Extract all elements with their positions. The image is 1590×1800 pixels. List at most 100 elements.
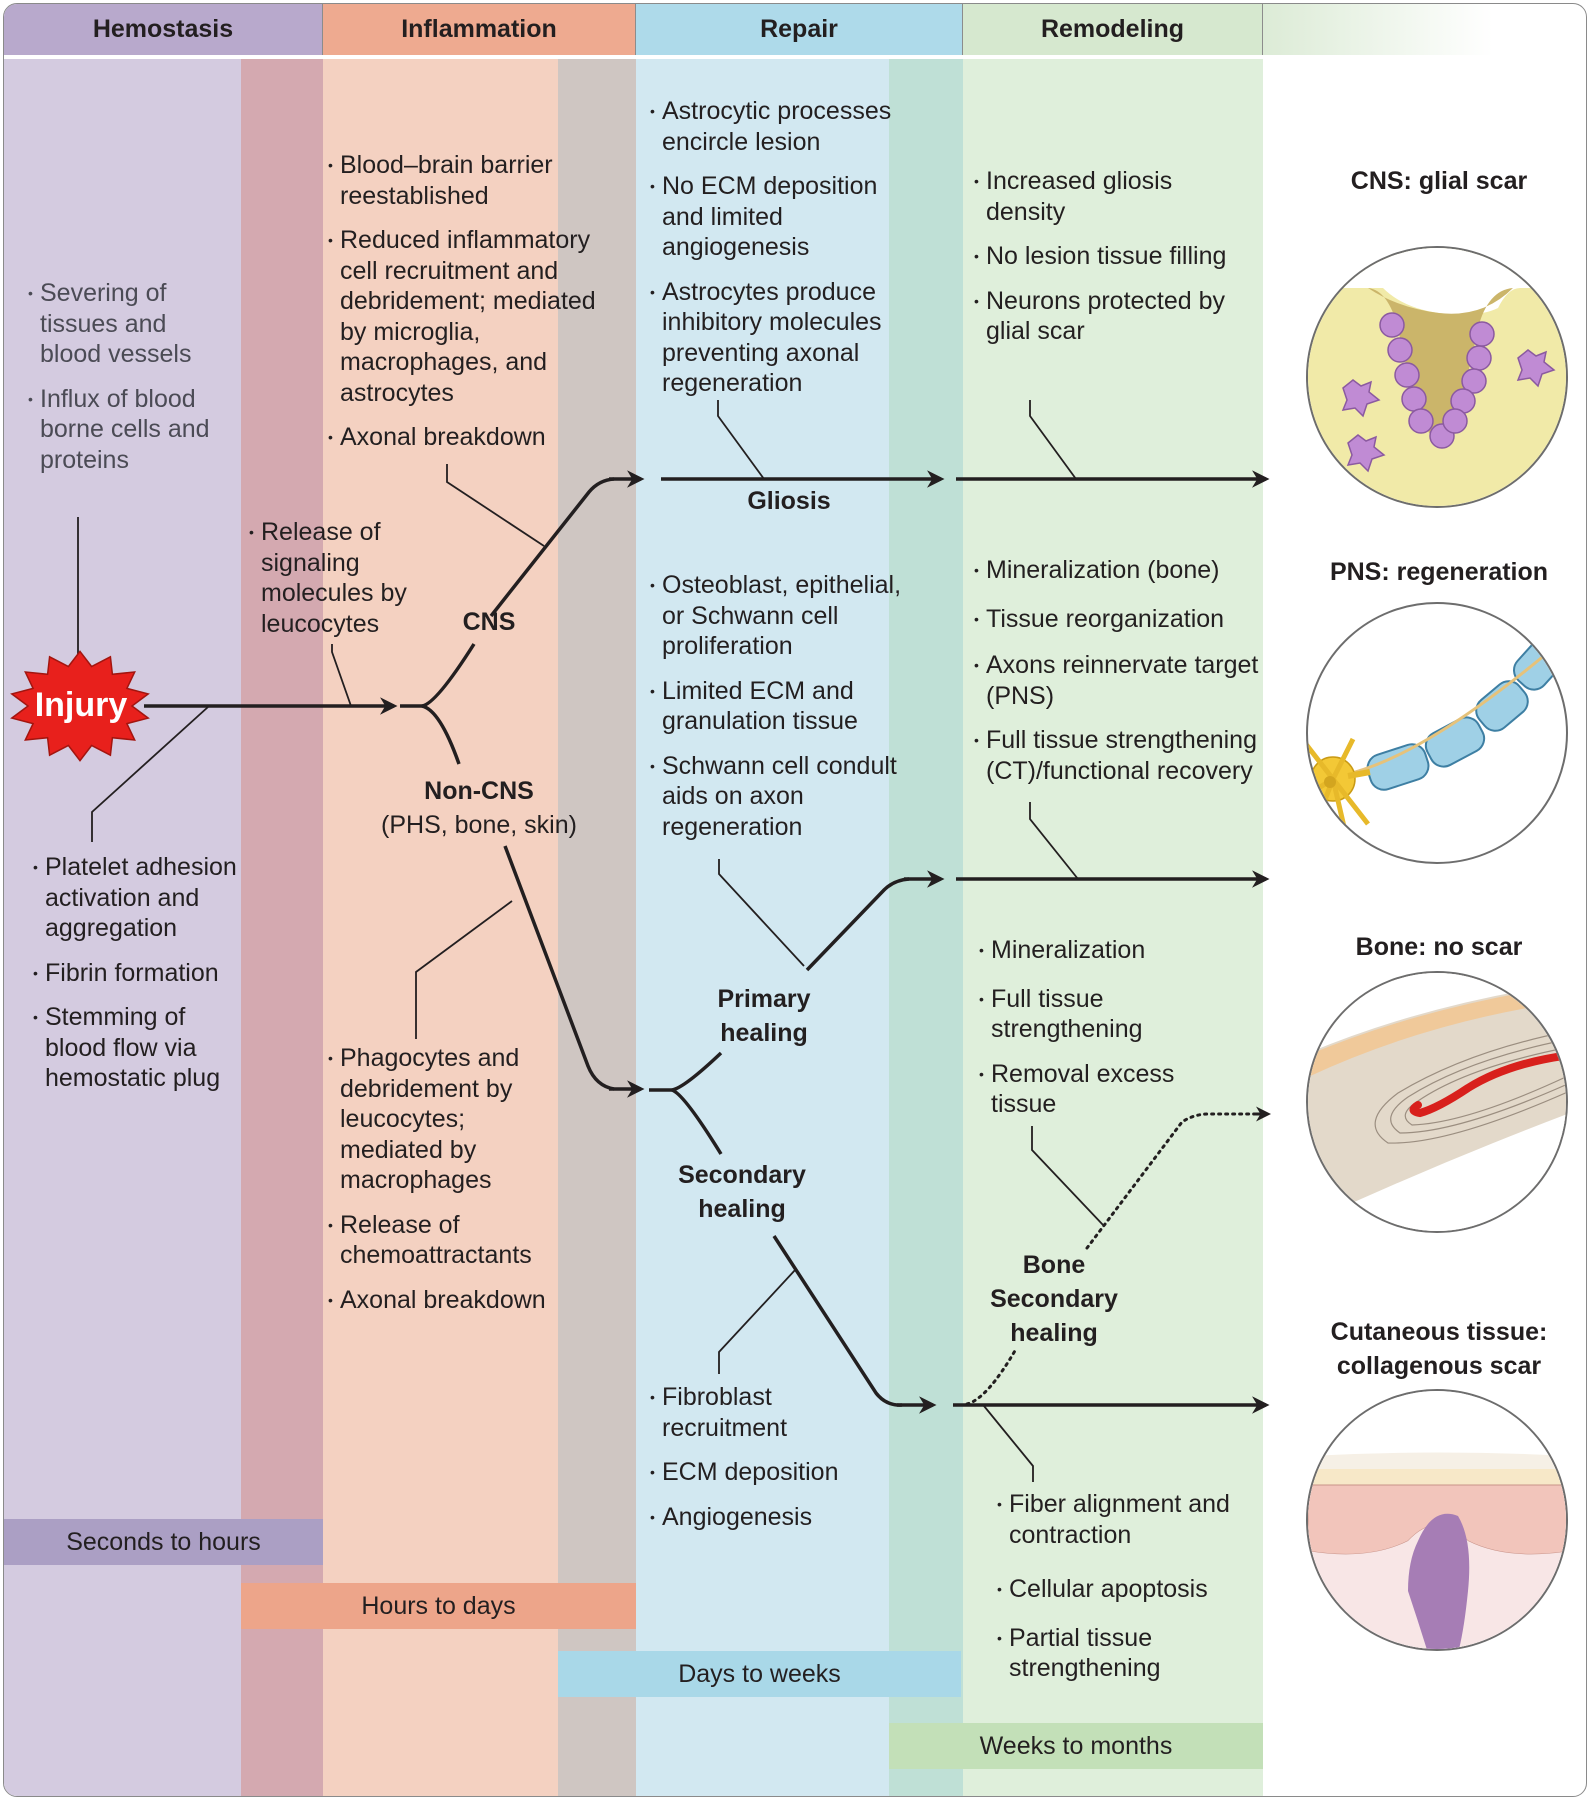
bone-healing-illustration bbox=[1306, 971, 1568, 1233]
dotted-bone-upper bbox=[1085, 1112, 1258, 1250]
list-item: Phagocytes and debridement by leucocytes… bbox=[328, 1043, 558, 1196]
leader-fulltissue bbox=[1029, 802, 1079, 880]
outcome-title-cns: CNS: glial scar bbox=[1350, 167, 1528, 195]
timescale-seconds-to-hours: Seconds to hours bbox=[4, 1519, 323, 1565]
list-item: Full tissue strengthening bbox=[979, 984, 1239, 1045]
leader-fibroblast bbox=[718, 1268, 797, 1374]
list-item: No lesion tissue filling bbox=[974, 241, 1244, 272]
bone-secondary-line1: Bone bbox=[1022, 1251, 1086, 1279]
list-item: Release of chemoattractants bbox=[328, 1210, 558, 1271]
remodel-primary-list: Mineralization (bone) Tissue reorganizat… bbox=[974, 555, 1284, 800]
timescale-label: Hours to days bbox=[361, 1591, 516, 1620]
leader-platelet bbox=[91, 706, 209, 842]
list-item: Full tissue strengthening (CT)/functiona… bbox=[974, 725, 1284, 786]
diagram-frame: Hemostasis Inflammation Repair Remodelin… bbox=[3, 3, 1587, 1797]
list-item: Cellular apoptosis bbox=[997, 1574, 1257, 1605]
inflammation-noncns-list: Phagocytes and debridement by leucocytes… bbox=[328, 1043, 558, 1329]
list-item: Release of signaling molecules by leucoc… bbox=[249, 517, 429, 639]
timescale-days-to-weeks: Days to weeks bbox=[558, 1651, 961, 1697]
glial-scar-illustration bbox=[1306, 246, 1568, 508]
leader-release bbox=[331, 644, 352, 707]
list-item: Fiber alignment and contraction bbox=[997, 1489, 1257, 1550]
header-repair: Repair bbox=[636, 4, 963, 55]
list-item: Reduced inflammatory cell recruitment an… bbox=[328, 225, 628, 408]
list-item: Axonal breakdown bbox=[328, 1285, 558, 1316]
repair-secondary-list: Fibroblast recruitment ECM deposition An… bbox=[650, 1382, 880, 1546]
header-hemostasis: Hemostasis bbox=[4, 4, 323, 55]
list-item: Increased gliosis density bbox=[974, 166, 1244, 227]
remodel-secondary-list: Fiber alignment and contraction Cellular… bbox=[997, 1489, 1257, 1698]
secondary-healing-line1: Secondary bbox=[678, 1161, 806, 1189]
list-item: Neurons protected by glial scar bbox=[974, 286, 1244, 347]
header-outcome-fade bbox=[1263, 4, 1493, 55]
list-item: Partial tissue strengthening bbox=[997, 1623, 1257, 1684]
list-item: Influx of blood borne cells and proteins bbox=[28, 384, 228, 476]
gliosis-label: Gliosis bbox=[747, 487, 831, 515]
branch-secondary-descend bbox=[772, 1235, 903, 1407]
list-item: Severing of tissues and blood vessels bbox=[28, 278, 228, 370]
branch-secondary bbox=[671, 1088, 723, 1155]
header-label: Repair bbox=[760, 15, 838, 43]
header-divider bbox=[4, 55, 1484, 59]
header-label: Remodeling bbox=[1040, 15, 1185, 43]
leader-astro bbox=[717, 400, 765, 480]
list-item: No ECM deposition and limited angiogenes… bbox=[650, 171, 920, 263]
header-label: Inflammation bbox=[401, 15, 557, 43]
list-item: Astrocytic processes encircle lesion bbox=[650, 96, 920, 157]
injury-burst-icon bbox=[10, 650, 150, 762]
leader-fiber bbox=[983, 1405, 1034, 1482]
list-item: Fibrin formation bbox=[33, 958, 243, 989]
leader-neurons bbox=[1029, 400, 1077, 480]
injury-label: Injury bbox=[34, 686, 128, 724]
branch-cns bbox=[421, 477, 615, 708]
secondary-healing-line2: healing bbox=[698, 1195, 786, 1223]
cns-label: CNS bbox=[462, 608, 516, 636]
timescale-weeks-to-months: Weeks to months bbox=[889, 1723, 1263, 1769]
outcome-title-pns: PNS: regeneration bbox=[1329, 558, 1549, 586]
band-hemostasis-overlap bbox=[241, 55, 323, 1796]
bone-secondary-line3: healing bbox=[1010, 1319, 1098, 1347]
outcome-title-bone: Bone: no scar bbox=[1355, 933, 1523, 961]
secondary-healing-label: Secondary healing bbox=[662, 1158, 822, 1226]
list-item: Schwann cell condult aids on axon regene… bbox=[650, 751, 930, 843]
list-item: Axonal breakdown bbox=[328, 422, 628, 453]
outcome-title-skin-line1: Cutaneous tissue: bbox=[1330, 1318, 1548, 1346]
bone-secondary-label: Bone Secondary healing bbox=[964, 1248, 1144, 1350]
outcome-title-skin: Cutaneous tissue: collagenous scar bbox=[1294, 1315, 1584, 1383]
list-item: Astrocytes produce inhibitory molecules … bbox=[650, 277, 920, 399]
list-item: Removal excess tissue bbox=[979, 1059, 1239, 1120]
leader-axonal-cns bbox=[446, 464, 545, 547]
list-item: Stemming of blood flow via hemostatic pl… bbox=[33, 1002, 243, 1094]
timescale-label: Seconds to hours bbox=[66, 1527, 261, 1556]
primary-healing-label: Primary healing bbox=[694, 982, 834, 1050]
noncns-sublabel: (PHS, bone, skin) bbox=[381, 811, 577, 839]
list-item: Fibroblast recruitment bbox=[650, 1382, 880, 1443]
nerve-regeneration-illustration bbox=[1306, 602, 1568, 864]
list-item: Osteoblast, epithelial, or Schwann cell … bbox=[650, 570, 930, 662]
timescale-label: Weeks to months bbox=[979, 1731, 1173, 1760]
dotted-bone-lower bbox=[965, 1347, 1018, 1406]
list-item: Blood–brain barrier reestablished bbox=[328, 150, 628, 211]
bone-secondary-line2: Secondary bbox=[990, 1285, 1118, 1313]
primary-healing-line1: Primary bbox=[717, 985, 811, 1013]
noncns-label: Non-CNS bbox=[424, 777, 534, 805]
header-label: Hemostasis bbox=[92, 15, 234, 43]
timescale-hours-to-days: Hours to days bbox=[241, 1583, 636, 1629]
list-item: Mineralization (bone) bbox=[974, 555, 1284, 586]
list-item: Angiogenesis bbox=[650, 1502, 880, 1533]
repair-gliosis-list: Astrocytic processes encircle lesion No … bbox=[650, 96, 920, 413]
remodel-bone-list: Mineralization Full tissue strengthening… bbox=[979, 935, 1239, 1134]
hemostasis-lower-list: Platelet adhesion activation and aggrega… bbox=[33, 852, 243, 1108]
leader-phagocytes bbox=[415, 900, 513, 1039]
hemostasis-upper-list: Severing of tissues and blood vessels In… bbox=[28, 278, 228, 489]
leader-removal bbox=[1031, 1126, 1105, 1227]
list-item: ECM deposition bbox=[650, 1457, 880, 1488]
inflammation-cns-list: Blood–brain barrier reestablished Reduce… bbox=[328, 150, 628, 467]
list-item: Axons reinnervate target (PNS) bbox=[974, 650, 1284, 711]
primary-healing-line2: healing bbox=[720, 1019, 808, 1047]
header-remodeling: Remodeling bbox=[963, 4, 1263, 55]
repair-primary-list: Osteoblast, epithelial, or Schwann cell … bbox=[650, 570, 930, 856]
list-item: Limited ECM and granulation tissue bbox=[650, 676, 930, 737]
branch-noncns bbox=[421, 704, 461, 765]
list-item: Tissue reorganization bbox=[974, 604, 1284, 635]
